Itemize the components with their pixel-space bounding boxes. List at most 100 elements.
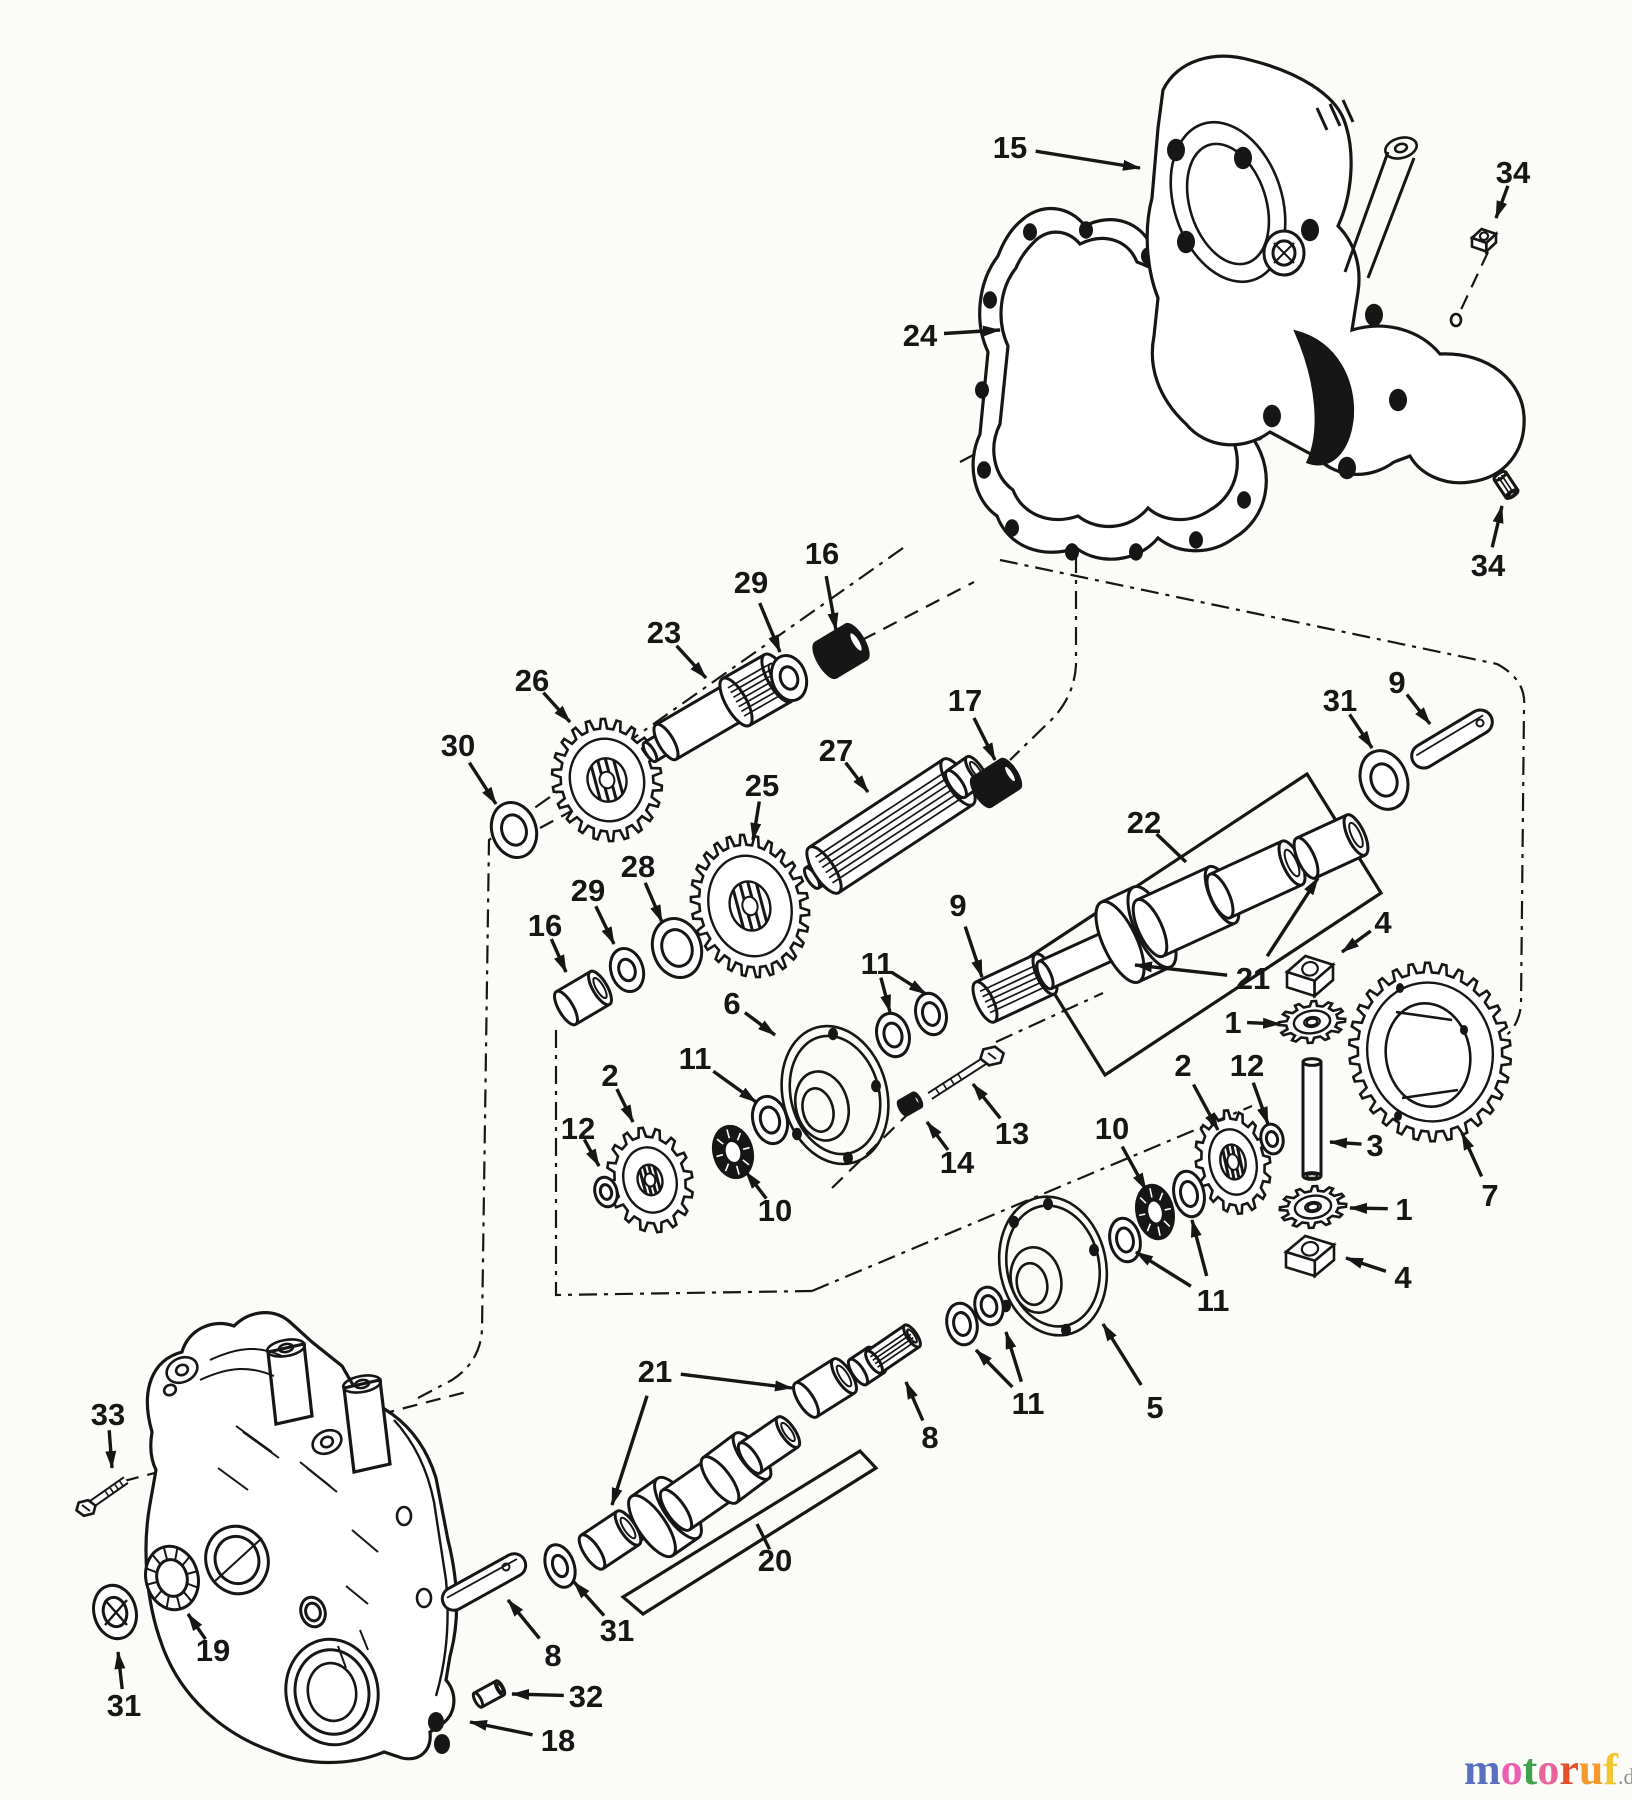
callout-number-13: 13 [995,1116,1029,1151]
callout-27: 27 [819,733,870,794]
callout-16: 16 [805,536,839,631]
part-cover-shadow [1293,329,1355,466]
watermark-letter: r [1559,1745,1579,1794]
leader-line [105,1430,117,1469]
part-bolt-13 [927,1045,1006,1100]
leader-line [1460,1132,1484,1178]
part-ell [1393,142,1409,154]
callout-29: 29 [571,873,616,945]
callout-13: 13 [971,1082,1029,1151]
leader-line [542,691,572,724]
leader-line [712,1069,757,1104]
callout-22: 22 [1127,805,1188,864]
callout-21: 21 [610,1354,793,1506]
callout-19: 19 [186,1613,230,1668]
callout-29: 29 [734,565,782,653]
watermark-suffix: .de [1617,1764,1632,1789]
leader-line [114,1651,126,1690]
part-ell [1015,1261,1049,1307]
part-bevel-gear-2a [605,1126,695,1234]
part-shaft-8-spline [864,1323,922,1375]
watermark-letter: f [1603,1745,1618,1794]
leader-line [1134,961,1228,977]
callout-number-29: 29 [571,873,605,908]
callout-21: 21 [1134,877,1320,996]
phantom-line [831,1115,907,1189]
leader-line [680,1372,793,1392]
part-hub-6-holes [792,1027,881,1165]
leader-line [506,1598,541,1640]
leader-line [844,761,870,794]
callout-10: 10 [1095,1111,1148,1191]
callout-33: 33 [91,1397,125,1469]
callout-number-34: 34 [1496,155,1531,190]
callout-12: 12 [1230,1048,1270,1125]
watermark-logo: motoruf.de [1464,1748,1632,1796]
leader-line [1101,1323,1143,1386]
part-housing-rib [393,1419,449,1697]
leader-line [904,1381,925,1422]
callout-3: 3 [1329,1128,1384,1163]
callout-9: 9 [1388,665,1432,726]
part-bushing-21r20 [792,1357,858,1419]
watermark-letter: o [1500,1745,1523,1794]
part-gear-2b [1194,1109,1272,1215]
part-shaft-22-end [1205,839,1307,920]
callout-number-14: 14 [940,1145,975,1180]
phantom-line [554,1030,813,1297]
leader-line [186,1613,207,1641]
leader-line [1349,1202,1388,1214]
leader-line [824,575,839,631]
part-bracket-shaft-20 [620,1448,879,1616]
leader-line [582,1138,601,1167]
callout-number-9: 9 [1388,665,1405,700]
phantom-line [811,1104,1253,1293]
callout-31: 31 [1323,683,1374,749]
leader-line [675,644,708,680]
callout-6: 6 [723,986,777,1037]
part-key-8l [440,1552,528,1612]
callout-number-2: 2 [601,1058,618,1093]
leader-line [1345,1256,1387,1273]
part-ring-28 [650,917,704,979]
leader-line [511,1688,564,1700]
callout-8: 8 [506,1598,562,1673]
leader-line [1348,713,1374,749]
part-bearing-16a [812,622,870,680]
callout-number-21: 21 [1236,961,1270,996]
callout-2: 2 [1174,1048,1220,1131]
part-seal-31c [543,1543,577,1589]
leader-line [943,325,1001,337]
leader-line [572,1580,606,1617]
callout-number-29: 29 [734,565,768,600]
part-cover-arm-dot [1449,312,1463,328]
callout-4: 4 [1340,905,1392,954]
callout-31: 31 [572,1580,634,1648]
part-screw-33 [75,1476,129,1518]
part-bushing-21l [577,1509,643,1571]
part-shaft-20-end [736,1415,802,1475]
callout-number-11: 11 [1197,1283,1230,1318]
callout-number-1: 1 [1224,1005,1241,1040]
callout-number-11: 11 [679,1041,712,1076]
part-washer-29b [608,947,646,993]
callout-number-18: 18 [541,1723,575,1758]
phantom-line [995,991,1104,1044]
part-washer-11b [914,991,948,1037]
callout-number-17: 17 [948,683,982,718]
callout-34: 34 [1471,505,1506,583]
callout-number-6: 6 [723,986,740,1021]
part-bracket-shaft-22 [1028,771,1384,1078]
callout-number-12: 12 [561,1111,595,1146]
part-ell [1185,142,1271,266]
part-bushing-21r [1292,813,1370,880]
callout-8: 8 [904,1381,939,1455]
callout-number-31: 31 [1323,683,1357,718]
leader-line [1405,693,1432,726]
part-cover-boss-cross [1273,242,1295,264]
leader-line [972,717,997,761]
part-washer-30 [489,801,539,859]
phantom-line [1009,555,1078,761]
callout-number-28: 28 [621,849,655,884]
callout-number-23: 23 [647,615,681,650]
